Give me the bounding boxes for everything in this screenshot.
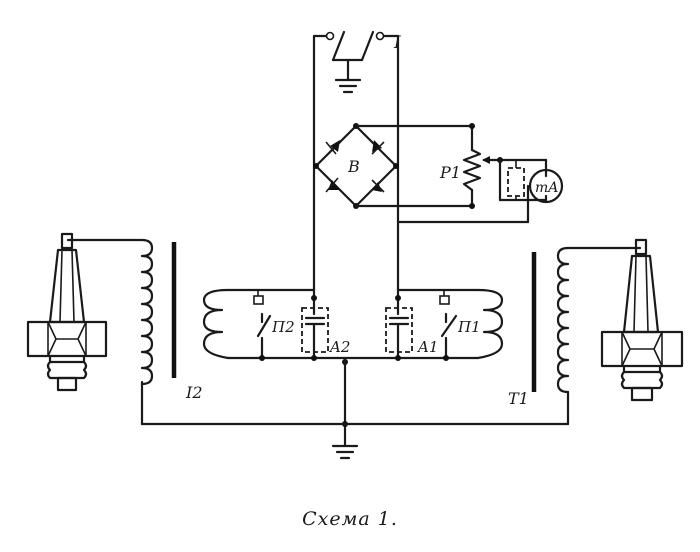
dashed-component [507, 167, 525, 197]
figure-caption: Схема 1. [302, 508, 398, 530]
diode-icon [371, 140, 385, 155]
relay-coil-left [202, 288, 230, 360]
diode-icon [325, 177, 340, 193]
arrester-2-label: A2 [328, 338, 350, 356]
left-secondary-coil [140, 238, 154, 386]
arrester-1-label: A1 [416, 338, 438, 356]
transformer-1-label: T1 [508, 389, 529, 408]
ground-top-icon [334, 78, 362, 94]
rheostat-p1 [462, 148, 502, 192]
milliammeter-icon [528, 168, 564, 204]
relay-contact-2-label: П2 [271, 318, 295, 336]
transformer-left [66, 238, 570, 426]
transformer-2-label: I2 [185, 383, 203, 402]
ammeter-label: mA [535, 180, 558, 196]
right-secondary-coil [556, 246, 570, 394]
spark-plug-left-icon [26, 232, 108, 392]
bridge-label: B [347, 157, 360, 176]
rheostat-label: P1 [439, 163, 461, 182]
diode-icon [371, 179, 385, 193]
spark-plug-right-icon [600, 238, 684, 402]
diode-icon [325, 140, 340, 155]
main-switch [312, 30, 400, 82]
ground-bottom-icon [331, 444, 359, 460]
relay-contact-1-label: П1 [457, 318, 481, 336]
relay-coil-right [476, 288, 504, 360]
right-relay-block [385, 288, 504, 361]
transformer-right [531, 246, 642, 426]
left-relay-block [202, 288, 452, 361]
